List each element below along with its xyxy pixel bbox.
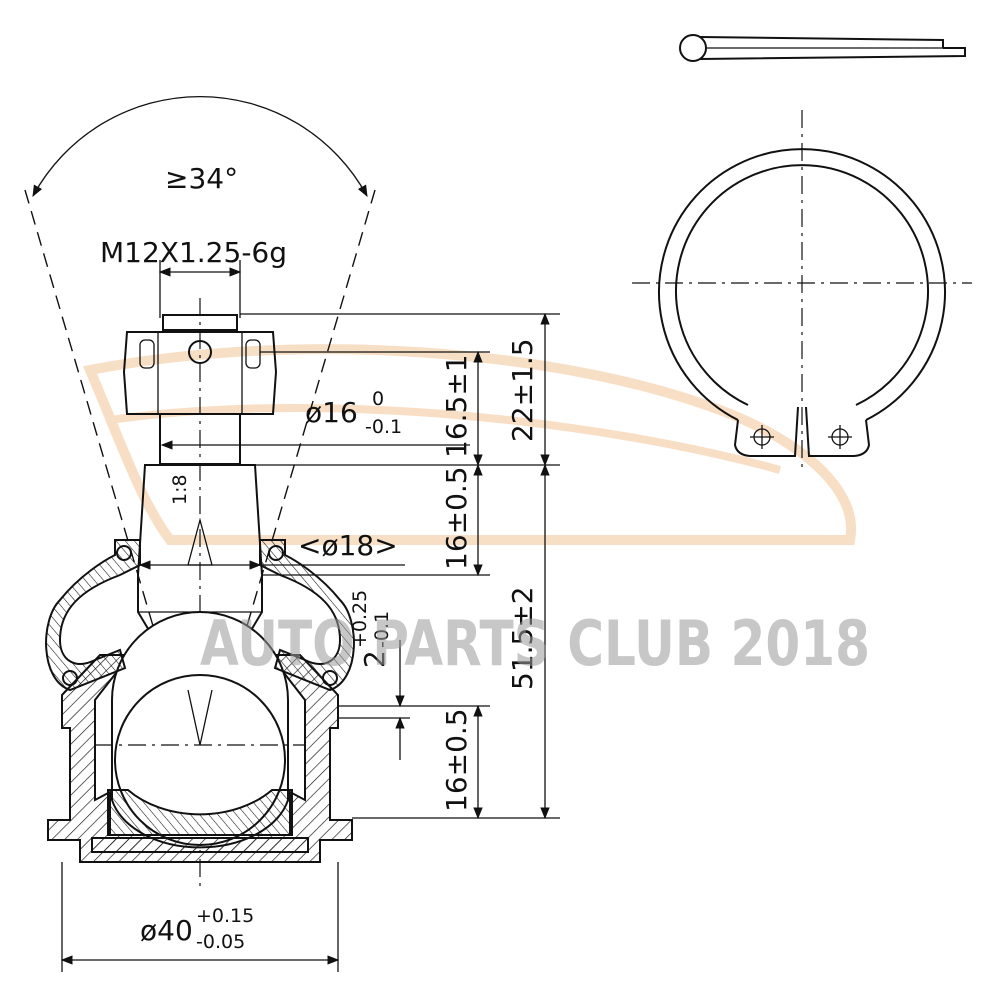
watermark-text: AUTO PARTS CLUB 2018 — [200, 607, 870, 680]
thread-label: M12X1.25-6g — [100, 236, 287, 269]
dim-thread-length: 16.5±1 — [440, 354, 473, 458]
socket-body — [47, 611, 353, 863]
snap-ring — [632, 110, 972, 470]
dim-top-total: 22±1.5 — [506, 338, 539, 442]
ref-diameter-label: <ø18> — [298, 529, 398, 562]
body-diameter-upper-tol: +0.15 — [196, 905, 254, 927]
dim-overall: 51.5±2 — [506, 586, 539, 690]
dust-boot — [45, 539, 355, 692]
body-diameter-main: ø40 — [140, 914, 193, 947]
vertical-dimensions — [395, 312, 550, 820]
angle-label: ≥34° — [165, 162, 238, 195]
thread-dimension — [158, 260, 242, 318]
dim-taper-length: 16±0.5 — [440, 466, 473, 570]
dim-gap-lower-tol: -0.1 — [371, 611, 393, 648]
dim-body-height: 16±0.5 — [440, 708, 473, 812]
extension-lines — [240, 313, 560, 819]
shank-diameter-upper-tol: 0 — [372, 388, 384, 410]
taper-label: 1:8 — [169, 474, 191, 505]
shank-diameter-main: ø16 — [305, 396, 358, 429]
shank-diameter-lower-tol: -0.1 — [365, 416, 402, 438]
cotter-pin — [679, 34, 966, 62]
dim-gap-upper-tol: +0.25 — [349, 590, 371, 648]
body-diameter-lower-tol: -0.05 — [196, 931, 245, 953]
dim-gap-main: 2 — [358, 650, 391, 668]
body-diameter-dimension — [60, 862, 340, 972]
